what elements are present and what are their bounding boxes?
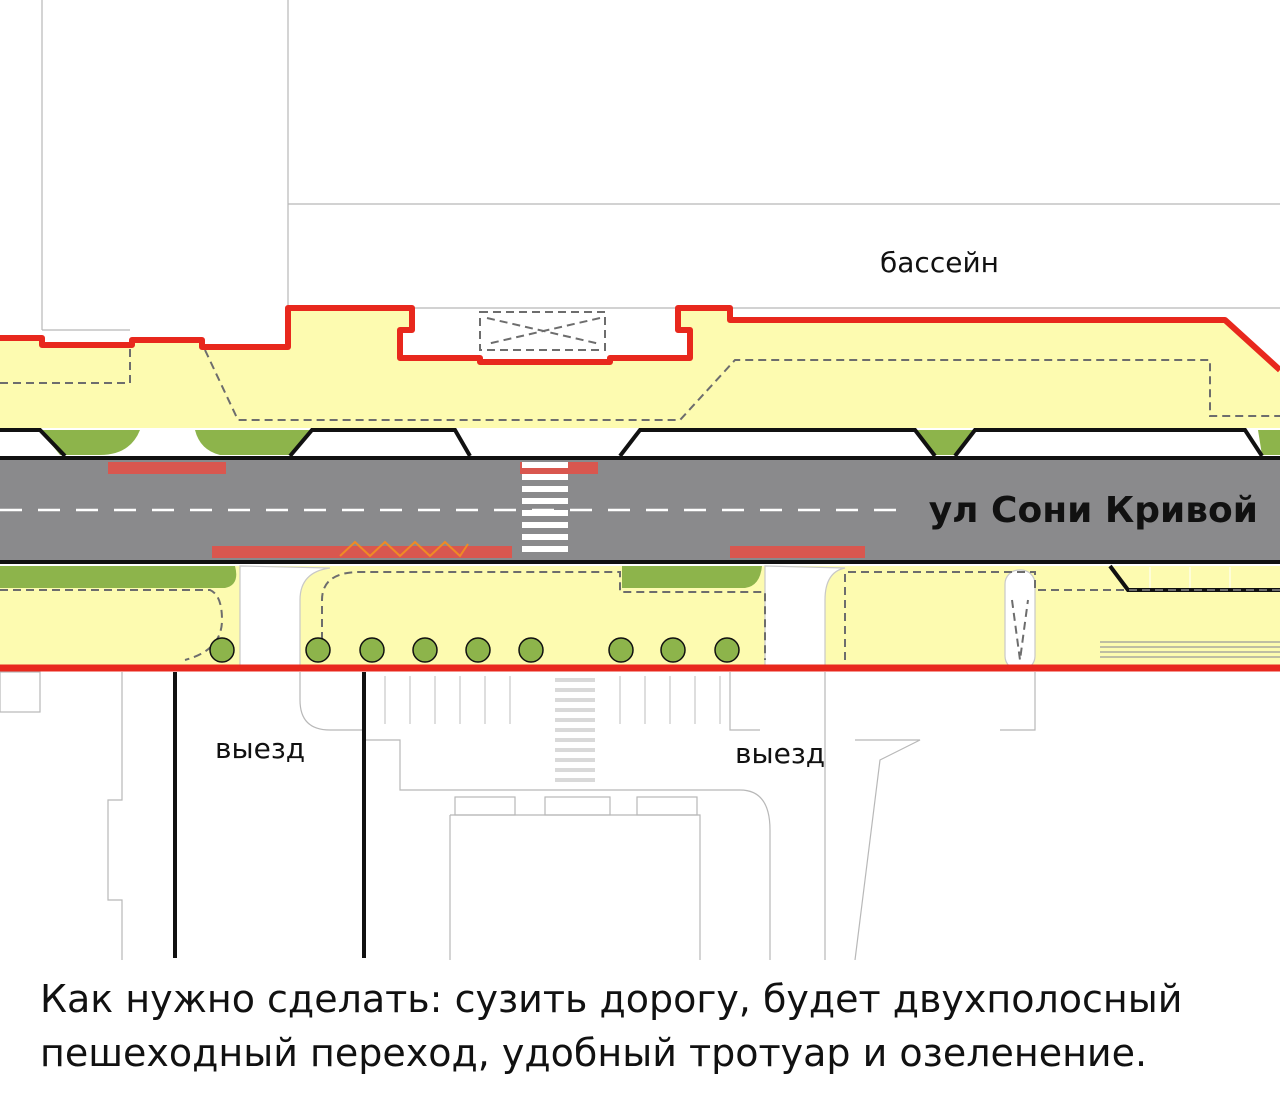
building-outlines [0,0,1280,960]
caption-line-1: Как нужно сделать: сузить дорогу, будет … [40,977,1183,1021]
bench-lines [1100,641,1280,658]
street-name: ул Сони Кривой [929,490,1258,531]
pool-label: бассейн [880,246,999,279]
zigzag-marking [339,540,469,558]
exit-label-left: выезд [215,732,305,765]
bottom-footpaths [0,571,1280,661]
bottom-parking-stalls [1149,567,1231,588]
top-parking-stalls [679,432,1221,455]
lower-crosswalk [555,678,595,782]
street-plan: бассейн выезд выезд ул Сони Кривой [0,0,1280,960]
exit-label-right: выезд [735,737,825,770]
caption-line-2: пешеходный переход, удобный тротуар и оз… [40,1031,1148,1075]
top-boundary-line [0,305,1280,373]
crosswalk [522,462,568,552]
caption: Как нужно сделать: сузить дорогу, будет … [40,972,1260,1080]
top-planters [40,430,140,455]
trees [209,637,740,663]
driveway-edges [173,672,366,958]
top-footpaths [0,311,1280,421]
roadway [0,458,1280,562]
top-sidewalk [0,308,1280,428]
parking-stripes [384,676,721,724]
driveway-cuts [239,565,1036,671]
top-parking-outlines [0,428,1264,458]
bottom-planters [0,566,237,588]
